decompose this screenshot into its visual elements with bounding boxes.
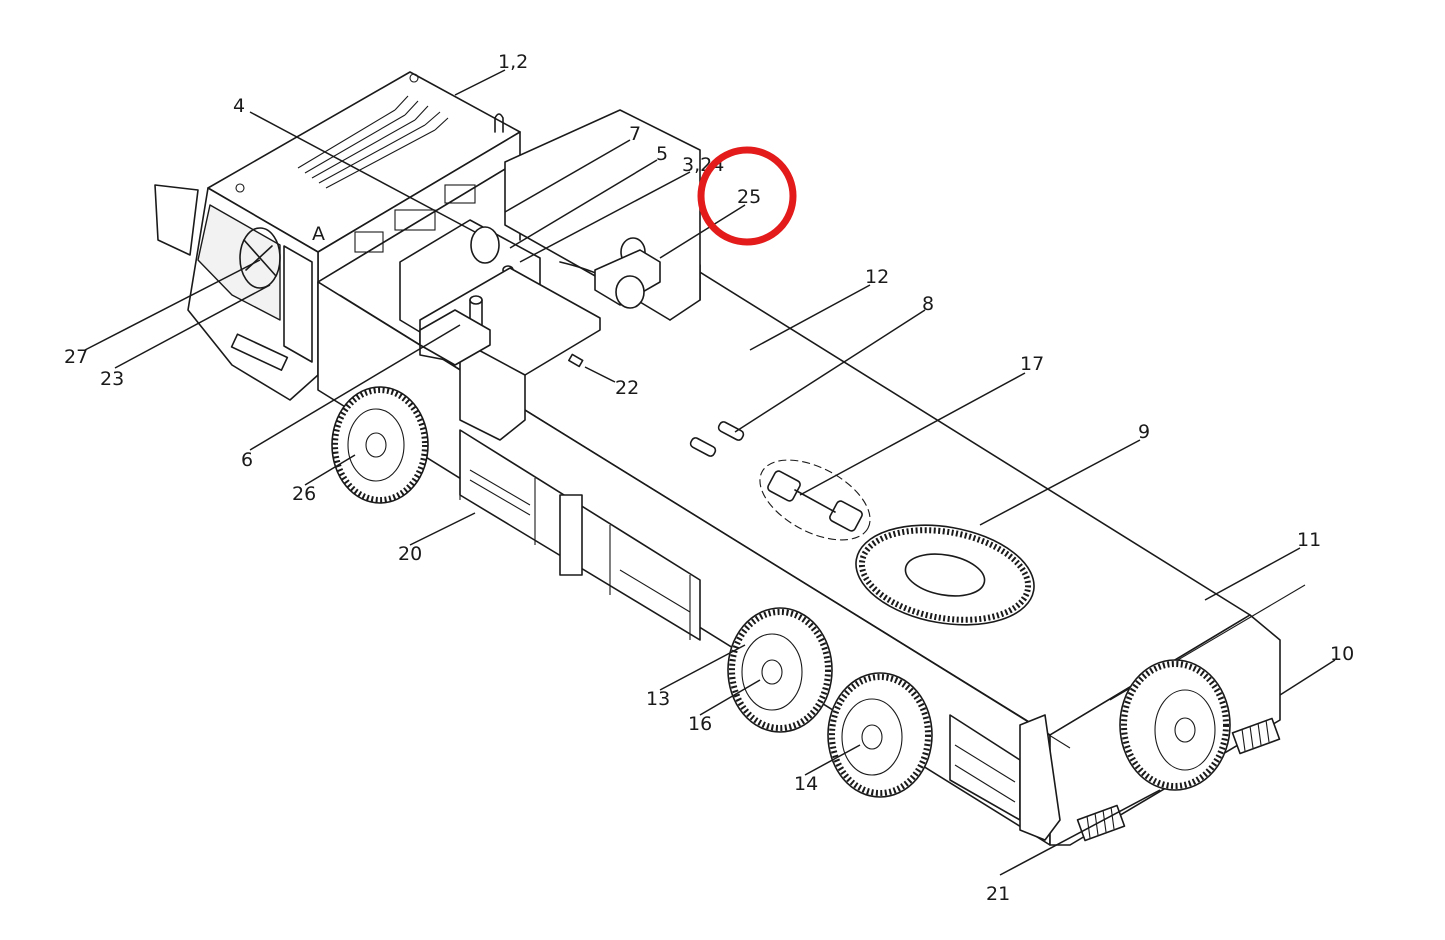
label-16: 16 [688,713,712,735]
label-11: 11 [1297,529,1321,551]
cab-mark: A [312,223,325,245]
label-27: 27 [64,346,88,368]
label-26: 26 [292,483,316,505]
label-22: 22 [615,377,639,399]
label-13: 13 [646,688,670,710]
label-1-2: 1,2 [498,51,528,73]
wheel [331,386,429,504]
label-4: 4 [233,95,245,117]
label-20: 20 [398,543,422,565]
highlight-circle [697,146,797,246]
label-12: 12 [865,266,889,288]
callout-labels: 1,2 4 7 5 3,24 25 12 8 17 9 11 10 27 23 … [64,51,1354,905]
outrigger-pad [1231,717,1281,755]
label-14: 14 [794,773,818,795]
label-8: 8 [922,293,934,315]
leader-lines [84,69,1336,876]
label-23: 23 [100,368,124,390]
label-17: 17 [1020,353,1044,375]
label-5: 5 [656,143,668,165]
wheel [727,607,833,733]
label-21: 21 [986,883,1010,905]
wheel [827,672,933,798]
label-25: 25 [737,186,761,208]
wheel [1119,659,1231,791]
label-10: 10 [1330,643,1354,665]
label-6: 6 [241,449,253,471]
label-9: 9 [1138,421,1150,443]
label-7: 7 [629,123,641,145]
